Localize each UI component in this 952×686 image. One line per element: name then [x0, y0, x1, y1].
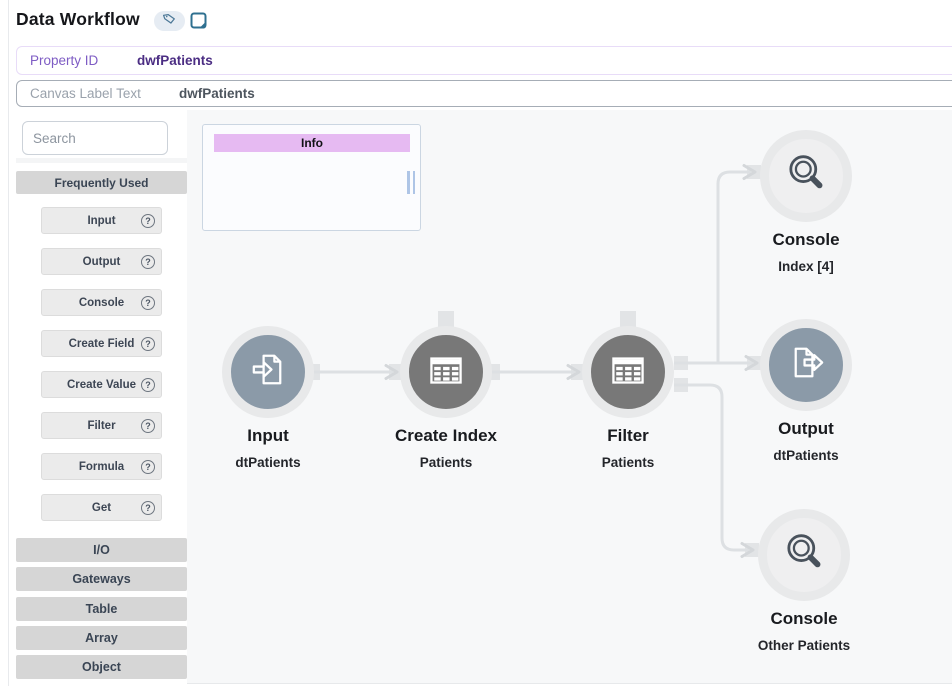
help-icon[interactable]: ? [141, 254, 155, 269]
help-icon[interactable]: ? [141, 377, 155, 392]
workflow-node-console-other[interactable] [758, 509, 850, 601]
connection-line [674, 383, 749, 552]
palette-item-label: Create Field [68, 337, 135, 350]
palette-item-create-field[interactable]: Create Field? [41, 330, 162, 357]
resize-handle-icon[interactable] [407, 171, 415, 194]
palette-item-label: Console [78, 296, 125, 309]
workflow-node-console-index[interactable] [760, 130, 852, 222]
workflow-node-output[interactable] [760, 319, 852, 411]
search-input[interactable] [22, 121, 168, 155]
sidebar-section-object[interactable]: Object [16, 655, 187, 680]
palette-item-label: Create Value [66, 378, 137, 391]
palette-item-input[interactable]: Input? [41, 207, 162, 234]
arrowhead-icon [566, 364, 581, 380]
sidebar-section-table[interactable]: Table [16, 596, 187, 621]
tag-icon [162, 12, 177, 30]
table-icon [421, 345, 471, 400]
palette-item-filter[interactable]: Filter? [41, 412, 162, 439]
palette-item-label: Input [87, 214, 116, 227]
workflow-node-filter[interactable] [582, 326, 674, 418]
info-annotation-box[interactable]: Info [202, 124, 421, 231]
sidebar-section-gateways[interactable]: Gateways [16, 567, 187, 592]
panel-edge-divider [8, 0, 9, 686]
help-icon[interactable]: ? [141, 459, 155, 474]
help-icon[interactable]: ? [141, 295, 155, 310]
connection-line [716, 170, 751, 363]
palette-item-formula[interactable]: Formula? [41, 453, 162, 480]
palette-item-label: Filter [87, 419, 116, 432]
canvas-label-text-field[interactable]: Canvas Label Text dwfPatients [16, 80, 952, 107]
palette-item-output[interactable]: Output? [41, 248, 162, 275]
workflow-node-input[interactable] [222, 326, 314, 418]
palette-item-console[interactable]: Console? [41, 289, 162, 316]
property-id-value: dwfPatients [137, 53, 213, 68]
file-export-icon [783, 339, 830, 391]
tag-button[interactable] [154, 11, 185, 31]
help-icon[interactable]: ? [141, 418, 155, 433]
palette-item-create-value[interactable]: Create Value? [41, 371, 162, 398]
help-icon[interactable]: ? [141, 213, 155, 228]
sidebar-section-i-o[interactable]: I/O [16, 538, 187, 562]
port[interactable] [620, 311, 636, 327]
sidebar-section-frequently-used[interactable]: Frequently Used [16, 171, 187, 194]
palette-item-label: Formula [78, 460, 125, 473]
divider [16, 158, 187, 163]
copy-button[interactable] [190, 12, 208, 30]
table-icon [603, 345, 653, 400]
workflow-node-create-index[interactable] [400, 326, 492, 418]
magnifier-icon [780, 148, 832, 205]
port[interactable] [438, 311, 454, 327]
property-id-label: Property ID [30, 53, 99, 68]
sidebar-section-array[interactable]: Array [16, 625, 187, 650]
palette-item-get[interactable]: Get? [41, 494, 162, 521]
page-title: Data Workflow [16, 9, 140, 29]
arrowhead-icon [742, 164, 757, 180]
arrowhead-icon [740, 542, 755, 558]
arrowhead-icon [384, 364, 399, 380]
copy-icon [190, 12, 208, 34]
palette-item-label: Output [82, 255, 121, 268]
connection-layer [304, 164, 761, 558]
file-import-icon [245, 346, 292, 398]
info-annotation-title: Info [214, 134, 410, 152]
node-palette-sidebar: Frequently Used Input?Output?Console?Cre… [16, 110, 187, 686]
arrowhead-icon [744, 355, 759, 371]
canvas-label-text-value: dwfPatients [179, 86, 255, 101]
canvas-label-text-label: Canvas Label Text [30, 86, 141, 101]
magnifier-icon [778, 527, 830, 584]
property-id-field[interactable]: Property ID dwfPatients [16, 46, 952, 75]
help-icon[interactable]: ? [141, 336, 155, 351]
help-icon[interactable]: ? [141, 500, 155, 515]
palette-item-label: Get [91, 501, 112, 514]
